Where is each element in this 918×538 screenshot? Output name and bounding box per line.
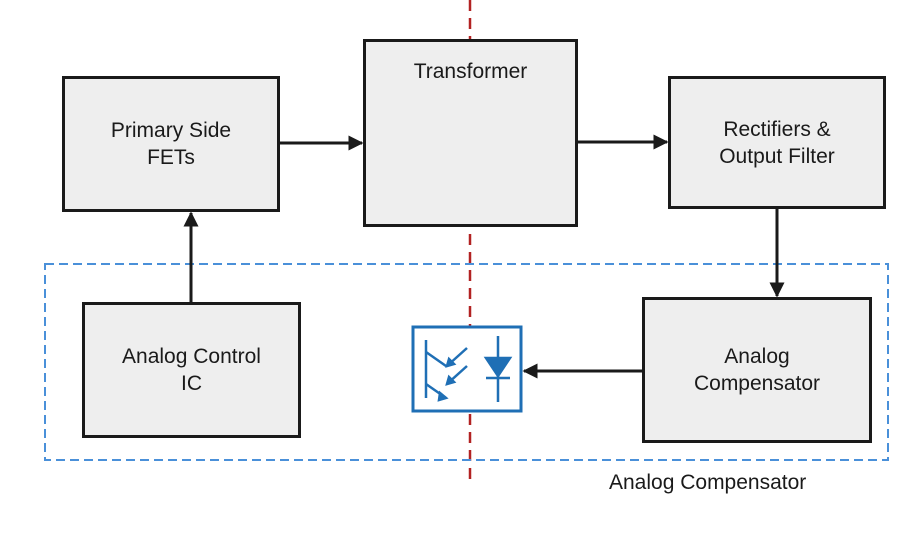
analog-control-ic-label: Analog Control IC bbox=[122, 345, 261, 395]
transformer-label: Transformer bbox=[413, 60, 528, 83]
analog-control-ic-block: Analog Control IC bbox=[82, 302, 301, 438]
analog-compensator-label: Analog Compensator bbox=[693, 345, 821, 395]
transformer-block: Transformer bbox=[363, 39, 578, 227]
analog-compensator-region bbox=[44, 263, 889, 461]
primary-side-fets-label: Primary Side FETs bbox=[110, 119, 232, 169]
analog-compensator-block: Analog Compensator bbox=[642, 297, 872, 443]
region-label: Analog Compensator bbox=[609, 471, 807, 494]
rectifiers-output-filter-block: Rectifiers & Output Filter bbox=[668, 76, 886, 209]
optocoupler-icon bbox=[411, 325, 523, 413]
rectifiers-label: Rectifiers & Output Filter bbox=[719, 117, 835, 168]
primary-side-fets-block: Primary Side FETs bbox=[62, 76, 280, 212]
